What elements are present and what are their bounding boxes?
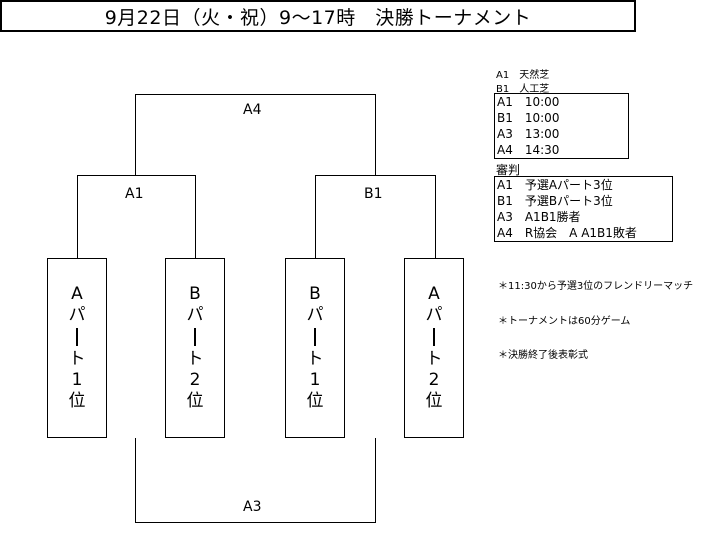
semi-left-bar: [77, 175, 195, 176]
third-left-rise: [135, 438, 136, 522]
team-char: 1: [71, 370, 83, 390]
final-bar: [135, 94, 375, 95]
team-char-bar: [314, 328, 316, 346]
venue-b1: B1 人工芝: [496, 84, 550, 95]
third-right-rise: [375, 438, 376, 522]
referee-box: A1 予選Aパート3位 B1 予選Bパート3位 A3 A1B1勝者 A4 R協会…: [494, 176, 673, 242]
team-box-b2: B パ ト 2 位: [165, 258, 225, 438]
team-char: パ: [186, 305, 204, 325]
schedule-row: A4 14:30: [497, 143, 560, 157]
team-box-a1: A パ ト 1 位: [47, 258, 107, 438]
schedule-row: A3 13:00: [497, 127, 560, 141]
schedule-box: A1 10:00 B1 10:00 A3 13:00 A4 14:30: [494, 93, 629, 159]
team-char: パ: [306, 305, 324, 325]
final-right-drop: [375, 94, 376, 175]
semi-left-drop-b: [195, 175, 196, 258]
referee-row: A4 R協会 A A1B1敗者: [497, 226, 637, 240]
semi-right-bar: [315, 175, 435, 176]
referee-heading: 審判: [496, 163, 521, 177]
team-char: 位: [425, 391, 443, 411]
team-char-bar: [76, 328, 78, 346]
team-char-bar: [433, 328, 435, 346]
referee-row: A1 予選Aパート3位: [497, 178, 613, 192]
team-box-b1: B パ ト 1 位: [285, 258, 345, 438]
final-left-drop: [135, 94, 136, 175]
team-char: パ: [425, 305, 443, 325]
semi-left-label: A1: [125, 186, 144, 202]
third-place-label: A3: [243, 499, 262, 515]
note-game-length: ＊トーナメントは60分ゲーム: [498, 316, 631, 327]
referee-row: B1 予選Bパート3位: [497, 194, 613, 208]
schedule-row: A1 10:00: [497, 95, 560, 109]
team-char: 位: [306, 391, 324, 411]
team-char: 1: [309, 370, 321, 390]
team-char: 位: [68, 391, 86, 411]
schedule-row: B1 10:00: [497, 111, 560, 125]
venue-a1: A1 天然芝: [496, 70, 550, 81]
semi-right-drop-b: [435, 175, 436, 258]
third-bar: [135, 522, 376, 523]
team-char: 2: [189, 370, 201, 390]
page-title: 9月22日（火・祝）9～17時 決勝トーナメント: [0, 0, 636, 32]
team-char: 位: [186, 391, 204, 411]
team-char-bar: [194, 328, 196, 346]
semi-left-drop-a: [77, 175, 78, 258]
semi-right-drop-a: [315, 175, 316, 258]
team-char: パ: [68, 305, 86, 325]
note-ceremony: ＊決勝終了後表彰式: [498, 350, 588, 361]
team-char: ト: [68, 349, 86, 369]
team-char: ト: [306, 349, 324, 369]
team-char: B: [309, 284, 321, 304]
team-char: A: [71, 284, 83, 304]
referee-row: A3 A1B1勝者: [497, 210, 581, 224]
final-label: A4: [243, 102, 262, 118]
team-char: A: [428, 284, 440, 304]
semi-right-label: B1: [364, 186, 383, 202]
team-char: ト: [186, 349, 204, 369]
team-char: B: [189, 284, 201, 304]
team-box-a2: A パ ト 2 位: [404, 258, 464, 438]
team-char: ト: [425, 349, 443, 369]
team-char: 2: [428, 370, 440, 390]
note-friendly-match: ＊11:30から予選3位のフレンドリーマッチ: [498, 281, 694, 292]
